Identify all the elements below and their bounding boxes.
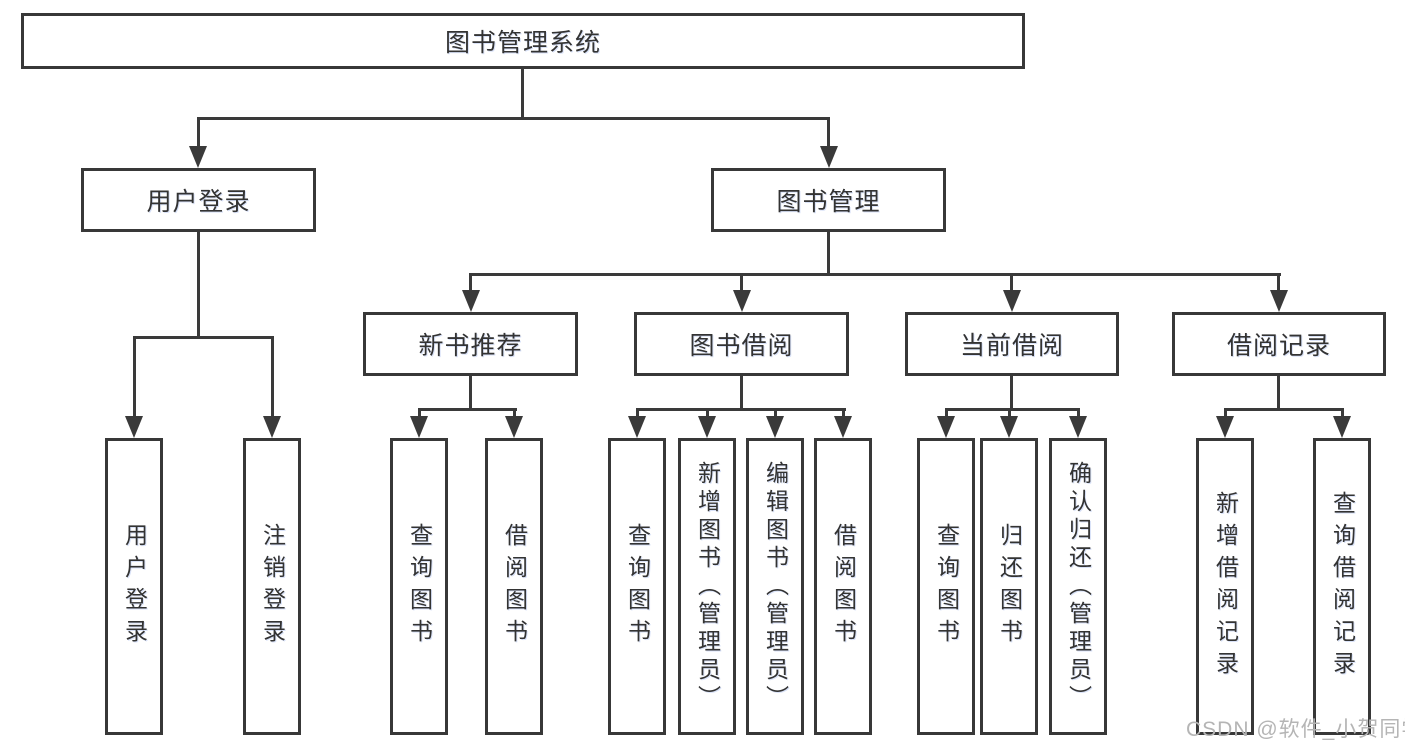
- connector-line: [271, 336, 274, 420]
- connector-line: [133, 336, 136, 420]
- arrow-down-icon: [125, 416, 143, 438]
- arrow-down-icon: [505, 416, 523, 438]
- node-leaf-add-borrow-record: 新增借阅记录: [1196, 438, 1254, 735]
- arrow-down-icon: [410, 416, 428, 438]
- node-leaf-query-books-recommend: 查询图书: [390, 438, 448, 735]
- node-leaf-borrow-books: 借阅图书: [814, 438, 872, 735]
- arrow-down-icon: [1270, 290, 1288, 312]
- node-label: 用户登录: [121, 522, 148, 651]
- connector-line: [197, 117, 830, 120]
- node-book-management: 图书管理: [711, 168, 946, 232]
- node-user-login-group: 用户登录: [81, 168, 316, 232]
- node-leaf-query-borrow-record: 查询借阅记录: [1313, 438, 1371, 735]
- connector-line: [521, 69, 524, 119]
- node-leaf-query-books-borrow: 查询图书: [608, 438, 666, 735]
- node-label: 新增图书（管理员）: [694, 460, 721, 713]
- node-label: 借阅图书: [830, 522, 857, 651]
- arrow-down-icon: [189, 146, 207, 168]
- arrow-down-icon: [263, 416, 281, 438]
- node-leaf-user-login: 用户登录: [105, 438, 163, 735]
- arrow-down-icon: [628, 416, 646, 438]
- connector-line: [706, 408, 709, 422]
- node-label: 查询图书: [933, 522, 960, 651]
- node-leaf-logout: 注销登录: [243, 438, 301, 735]
- node-leaf-query-books-current: 查询图书: [917, 438, 975, 735]
- connector-line: [740, 376, 743, 410]
- connector-line: [827, 117, 830, 150]
- node-leaf-add-books-admin: 新增图书（管理员）: [678, 438, 736, 735]
- node-current-borrow: 当前借阅: [905, 312, 1119, 376]
- node-label: 查询图书: [406, 522, 433, 651]
- node-label: 图书管理: [776, 188, 881, 216]
- node-leaf-borrow-books-recommend: 借阅图书: [485, 438, 543, 735]
- node-label: 查询图书: [624, 522, 651, 651]
- node-leaf-edit-books-admin: 编辑图书（管理员）: [746, 438, 804, 735]
- connector-line: [827, 232, 830, 276]
- connector-line: [1277, 376, 1280, 410]
- connector-line: [1224, 408, 1227, 422]
- arrow-down-icon: [1333, 416, 1351, 438]
- connector-line: [469, 376, 472, 410]
- node-label: 用户登录: [146, 188, 251, 216]
- node-label: 新增借阅记录: [1212, 490, 1239, 683]
- arrow-down-icon: [937, 416, 955, 438]
- arrow-down-icon: [1216, 416, 1234, 438]
- node-borrow-records: 借阅记录: [1172, 312, 1386, 376]
- arrow-down-icon: [766, 416, 784, 438]
- arrow-down-icon: [820, 146, 838, 168]
- connector-line: [197, 117, 200, 150]
- arrow-down-icon: [1000, 416, 1018, 438]
- connector-line: [469, 273, 472, 297]
- node-label: 借阅图书: [501, 522, 528, 651]
- connector-line: [945, 408, 1080, 411]
- arrow-down-icon: [698, 416, 716, 438]
- connector-line: [513, 408, 516, 422]
- connector-line: [1010, 273, 1013, 297]
- node-leaf-return-books: 归还图书: [980, 438, 1038, 735]
- connector-line: [945, 408, 948, 422]
- node-label: 图书借阅: [689, 332, 794, 360]
- connector-line: [842, 408, 845, 422]
- connector-line: [740, 273, 743, 297]
- arrow-down-icon: [1003, 290, 1021, 312]
- node-label: 当前借阅: [959, 332, 1064, 360]
- arrow-down-icon: [834, 416, 852, 438]
- arrow-down-icon: [462, 290, 480, 312]
- node-book-borrow: 图书借阅: [634, 312, 849, 376]
- connector-line: [636, 408, 846, 411]
- node-root-label: 图书管理系统: [444, 29, 601, 57]
- connector-line: [1277, 273, 1280, 297]
- node-label: 归还图书: [996, 522, 1023, 651]
- connector-line: [418, 408, 517, 411]
- arrow-down-icon: [733, 290, 751, 312]
- node-label: 注销登录: [259, 522, 286, 651]
- connector-line: [1341, 408, 1344, 422]
- connector-line: [133, 336, 274, 339]
- node-label: 查询借阅记录: [1329, 490, 1356, 683]
- connector-line: [636, 408, 639, 422]
- node-label: 编辑图书（管理员）: [762, 460, 789, 713]
- connector-line: [418, 408, 421, 422]
- connector-line: [197, 232, 200, 339]
- connector-line: [1077, 408, 1080, 422]
- connector-line: [1224, 408, 1344, 411]
- node-label: 新书推荐: [418, 332, 523, 360]
- connector-line: [469, 273, 1281, 276]
- node-leaf-confirm-return-admin: 确认归还（管理员）: [1049, 438, 1107, 735]
- connector-line: [774, 408, 777, 422]
- node-label: 确认归还（管理员）: [1065, 460, 1092, 713]
- connector-line: [1008, 408, 1011, 422]
- watermark: CSDN @软件_小贺同学: [1186, 718, 1405, 741]
- arrow-down-icon: [1069, 416, 1087, 438]
- node-label: 借阅记录: [1226, 332, 1331, 360]
- node-root: 图书管理系统: [21, 13, 1025, 69]
- connector-line: [1010, 376, 1013, 410]
- node-new-book-recommend: 新书推荐: [363, 312, 578, 376]
